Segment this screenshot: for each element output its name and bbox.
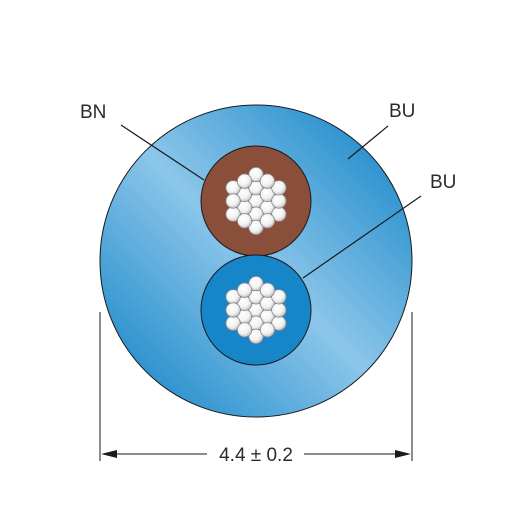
wire-strand: [271, 289, 287, 305]
conductor-2: [200, 254, 312, 366]
wire-strand: [271, 180, 287, 196]
wire-strand: [248, 167, 264, 183]
wire-strand: [236, 322, 253, 338]
label-conductor-1: BN: [80, 102, 106, 123]
dimension-value: 4.4 ± 0.2: [219, 445, 293, 466]
arrowhead-left: [101, 450, 117, 458]
wire-strand: [259, 282, 276, 298]
dimension-line: 4.4 ± 0.2: [99, 312, 413, 466]
label-conductor-2: BU: [430, 172, 456, 193]
conductor-2-strands: [225, 275, 287, 344]
wire-strand: [271, 193, 287, 209]
wire-strand: [259, 213, 276, 229]
leader-line-jacket: [347, 125, 389, 160]
conductor-1: [200, 145, 312, 257]
conductor-1-strands: [225, 167, 287, 235]
wire-strand: [259, 322, 276, 338]
wire-strand: [236, 282, 253, 298]
wire-strand: [236, 213, 253, 229]
wire-strand: [259, 173, 276, 189]
wire-strand: [248, 328, 264, 344]
leader-line-bn: [120, 124, 205, 181]
arrowhead-right: [395, 450, 411, 458]
label-outer-jacket: BU: [389, 101, 415, 122]
wire-strand: [248, 219, 264, 235]
wire-strand: [248, 275, 264, 292]
wire-strand: [271, 302, 287, 318]
wire-strand: [225, 302, 241, 318]
leader-line-conductor-2: [302, 195, 422, 279]
wire-strand: [225, 193, 241, 209]
wire-strand: [236, 173, 253, 189]
